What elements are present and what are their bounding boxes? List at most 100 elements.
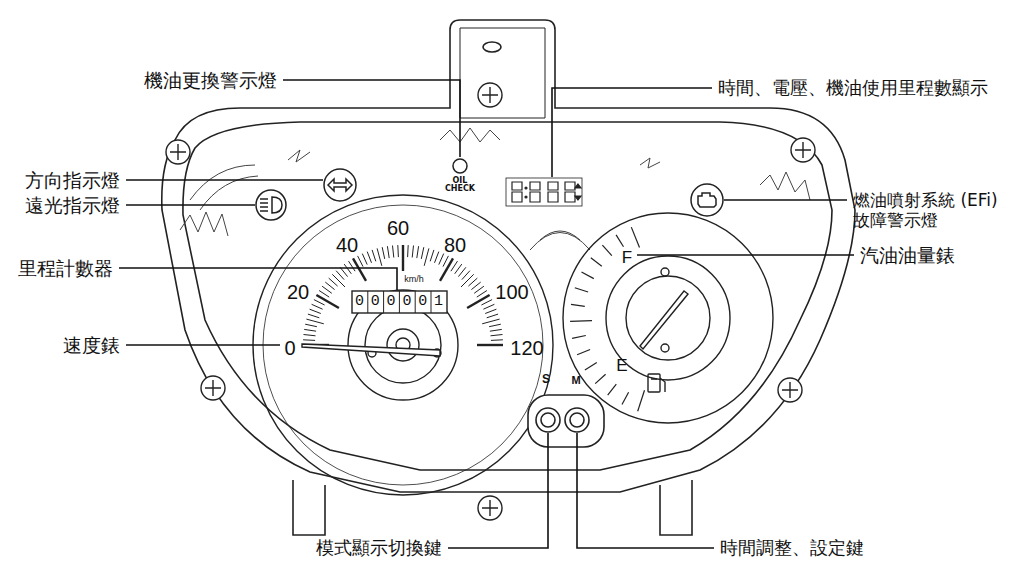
- tick-mark: [304, 329, 316, 331]
- indicators: [256, 159, 723, 220]
- tick-mark: [638, 390, 645, 411]
- decoration: [180, 128, 810, 250]
- tick-mark: [455, 264, 462, 274]
- dial-ring: [263, 205, 543, 485]
- needle: [302, 344, 440, 356]
- tick-mark: [483, 304, 494, 309]
- tick-mark: [332, 274, 345, 287]
- tick-mark: [485, 309, 496, 313]
- screw: [778, 378, 802, 402]
- gauge-ring: [606, 256, 730, 380]
- tick-mark: [477, 344, 503, 346]
- callout-label: 機油更換警示燈: [144, 69, 277, 92]
- fuel-gauge: [563, 213, 773, 423]
- unit-label: km/h: [404, 274, 424, 285]
- tick-mark: [329, 278, 338, 286]
- tick-mark: [487, 314, 498, 318]
- mode-button: [536, 408, 560, 432]
- mode-button: [541, 413, 555, 427]
- dial-hub-ring: [365, 307, 441, 383]
- dial-number: 80: [444, 233, 466, 257]
- dial-number: 120: [510, 336, 543, 360]
- tick-mark: [358, 256, 363, 267]
- screw: [791, 138, 815, 162]
- star-decor: [640, 158, 660, 168]
- tick-mark: [471, 282, 480, 290]
- dial-number: 100: [495, 280, 528, 304]
- buttons: [528, 395, 604, 447]
- oil-warning-lamp: [453, 159, 467, 173]
- tick-mark: [490, 329, 502, 331]
- tick-mark: [421, 247, 424, 259]
- tick-marks: [570, 227, 644, 411]
- dial-hub: [387, 329, 419, 361]
- turn-signal-icon: [324, 169, 356, 201]
- screw: [166, 140, 190, 164]
- tick-mark: [458, 267, 466, 276]
- tick-mark: [430, 250, 434, 261]
- callout-label: 時間、電壓、機油使用里程數顯示: [718, 77, 988, 99]
- tick-mark: [319, 291, 329, 298]
- screw: [478, 83, 502, 107]
- gauge-mark: E: [616, 356, 627, 376]
- tick-mark: [631, 227, 639, 247]
- dial-number: 40: [336, 233, 358, 257]
- button-mark: M: [571, 374, 580, 387]
- tick-mark: [303, 339, 315, 341]
- tick-mark: [312, 304, 323, 309]
- button-mark: S: [542, 372, 550, 386]
- callout-label: 里程計數器: [18, 257, 113, 280]
- leader-line: [552, 88, 712, 177]
- tick-mark: [304, 335, 316, 336]
- tick-mark: [440, 258, 453, 281]
- tick-mark: [367, 252, 371, 263]
- tick-mark: [462, 271, 470, 280]
- high-beam-icon: [256, 190, 286, 220]
- tick-mark: [451, 261, 458, 271]
- bracket-hole: [483, 42, 501, 52]
- tick-mark: [372, 250, 376, 261]
- tick-mark: [308, 314, 319, 318]
- tick-mark: [387, 246, 389, 258]
- tick-mark: [362, 254, 367, 265]
- tick-mark: [591, 258, 602, 267]
- gauge-ring: [626, 276, 710, 360]
- tick-mark: [491, 335, 503, 336]
- fuel-pump-icon: [648, 374, 665, 392]
- tick-mark: [467, 295, 490, 308]
- arc-decor: [530, 233, 590, 251]
- gauge-screw: [661, 344, 669, 352]
- efi-warning-icon: [691, 184, 723, 216]
- tick-mark: [305, 324, 317, 327]
- tick-mark: [608, 384, 617, 395]
- tick-mark: [616, 235, 623, 247]
- callout-label: 遠光指示燈: [25, 194, 120, 217]
- tick-mark: [489, 324, 501, 327]
- tick-mark: [322, 286, 332, 293]
- tick-mark: [382, 247, 385, 259]
- callout-label: 燃油噴射系統 (EFi)故障警示燈: [853, 190, 1011, 231]
- dial-ring: [253, 195, 553, 495]
- tick-mark: [393, 246, 394, 258]
- zigzag: [760, 172, 810, 200]
- tick-mark: [585, 363, 597, 370]
- set-button: [570, 413, 584, 427]
- callout-label: 模式顯示切換鍵: [316, 537, 442, 559]
- callout-label: 汽油油量錶: [860, 244, 955, 267]
- leader-line: [724, 199, 847, 201]
- zigzag: [440, 128, 500, 142]
- dial-hub-ring: [348, 290, 458, 400]
- leader-line: [119, 268, 397, 290]
- tick-mark: [602, 245, 611, 255]
- tick-mark: [397, 245, 399, 257]
- dial-number: 0: [284, 336, 295, 360]
- lcd-display: [506, 178, 582, 206]
- tick-mark: [424, 248, 429, 265]
- screws: [166, 83, 815, 520]
- needle: [640, 291, 688, 349]
- odometer-digits: 000001: [355, 293, 450, 311]
- leader-line: [126, 204, 255, 206]
- tick-mark: [461, 274, 474, 287]
- speedometer: [253, 195, 553, 495]
